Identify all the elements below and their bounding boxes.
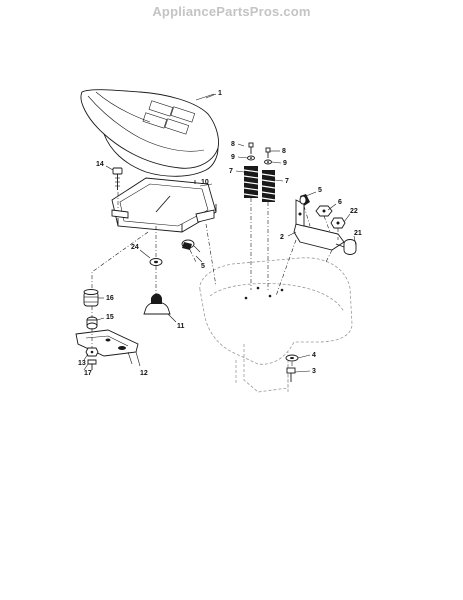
callout-22: 22: [350, 208, 358, 215]
callout-16: 16: [106, 295, 114, 302]
callout-labels: 1 10 14 24 5 16 15 11 13 17 12 8 9 7 8 9…: [78, 90, 362, 377]
callout-5-right: 5: [318, 187, 322, 194]
washer-part-4: [285, 354, 299, 362]
nut-part-6: [315, 205, 333, 217]
callout-21: 21: [354, 230, 362, 237]
callout-2: 2: [280, 234, 284, 241]
leader-lines: [83, 93, 357, 373]
callout-1: 1: [218, 90, 222, 97]
knob-part-5-left: [181, 239, 201, 253]
spring-stack-left: [243, 142, 259, 198]
callout-7-left: 7: [229, 168, 233, 175]
knob-part-5-right: [299, 194, 310, 206]
callout-8-left: 8: [231, 141, 235, 148]
callout-13: 13: [78, 360, 86, 367]
assembly-lines: [91, 192, 339, 368]
callout-15: 15: [106, 314, 114, 321]
callout-17: 17: [84, 370, 92, 377]
callout-24: 24: [131, 244, 139, 251]
nut-part-22: [330, 217, 346, 229]
watermark: AppliancePartsPros.com: [152, 4, 311, 19]
callout-10: 10: [201, 179, 209, 186]
callout-12: 12: [140, 370, 148, 377]
callout-8-right: 8: [282, 148, 286, 155]
washer-part-24: [149, 258, 163, 266]
spring-stack-right: [261, 147, 276, 202]
seat-part: [80, 89, 219, 177]
bolt-part-14: [112, 167, 123, 190]
seat-pan-part: [111, 177, 217, 233]
callout-11: 11: [177, 323, 185, 330]
bushing-part-15: [86, 316, 98, 330]
callout-14: 14: [96, 161, 104, 168]
callout-7-right: 7: [285, 178, 289, 185]
bolt-part-3: [286, 367, 296, 382]
callout-9-left: 9: [231, 154, 235, 161]
nut-part-13: [85, 347, 99, 357]
bolt-part-17: [87, 359, 97, 370]
mower-frame-outline: [199, 257, 353, 393]
callout-6: 6: [338, 199, 342, 206]
callout-5-left: 5: [201, 263, 205, 270]
callout-9-right: 9: [283, 160, 287, 167]
hinge-plate-part-12: [75, 329, 139, 365]
pivot-bracket-part-11: [143, 293, 171, 315]
callout-3: 3: [312, 368, 316, 375]
spacer-part-16: [83, 289, 99, 307]
callout-4: 4: [312, 352, 316, 359]
knob-part-21: [335, 239, 357, 255]
